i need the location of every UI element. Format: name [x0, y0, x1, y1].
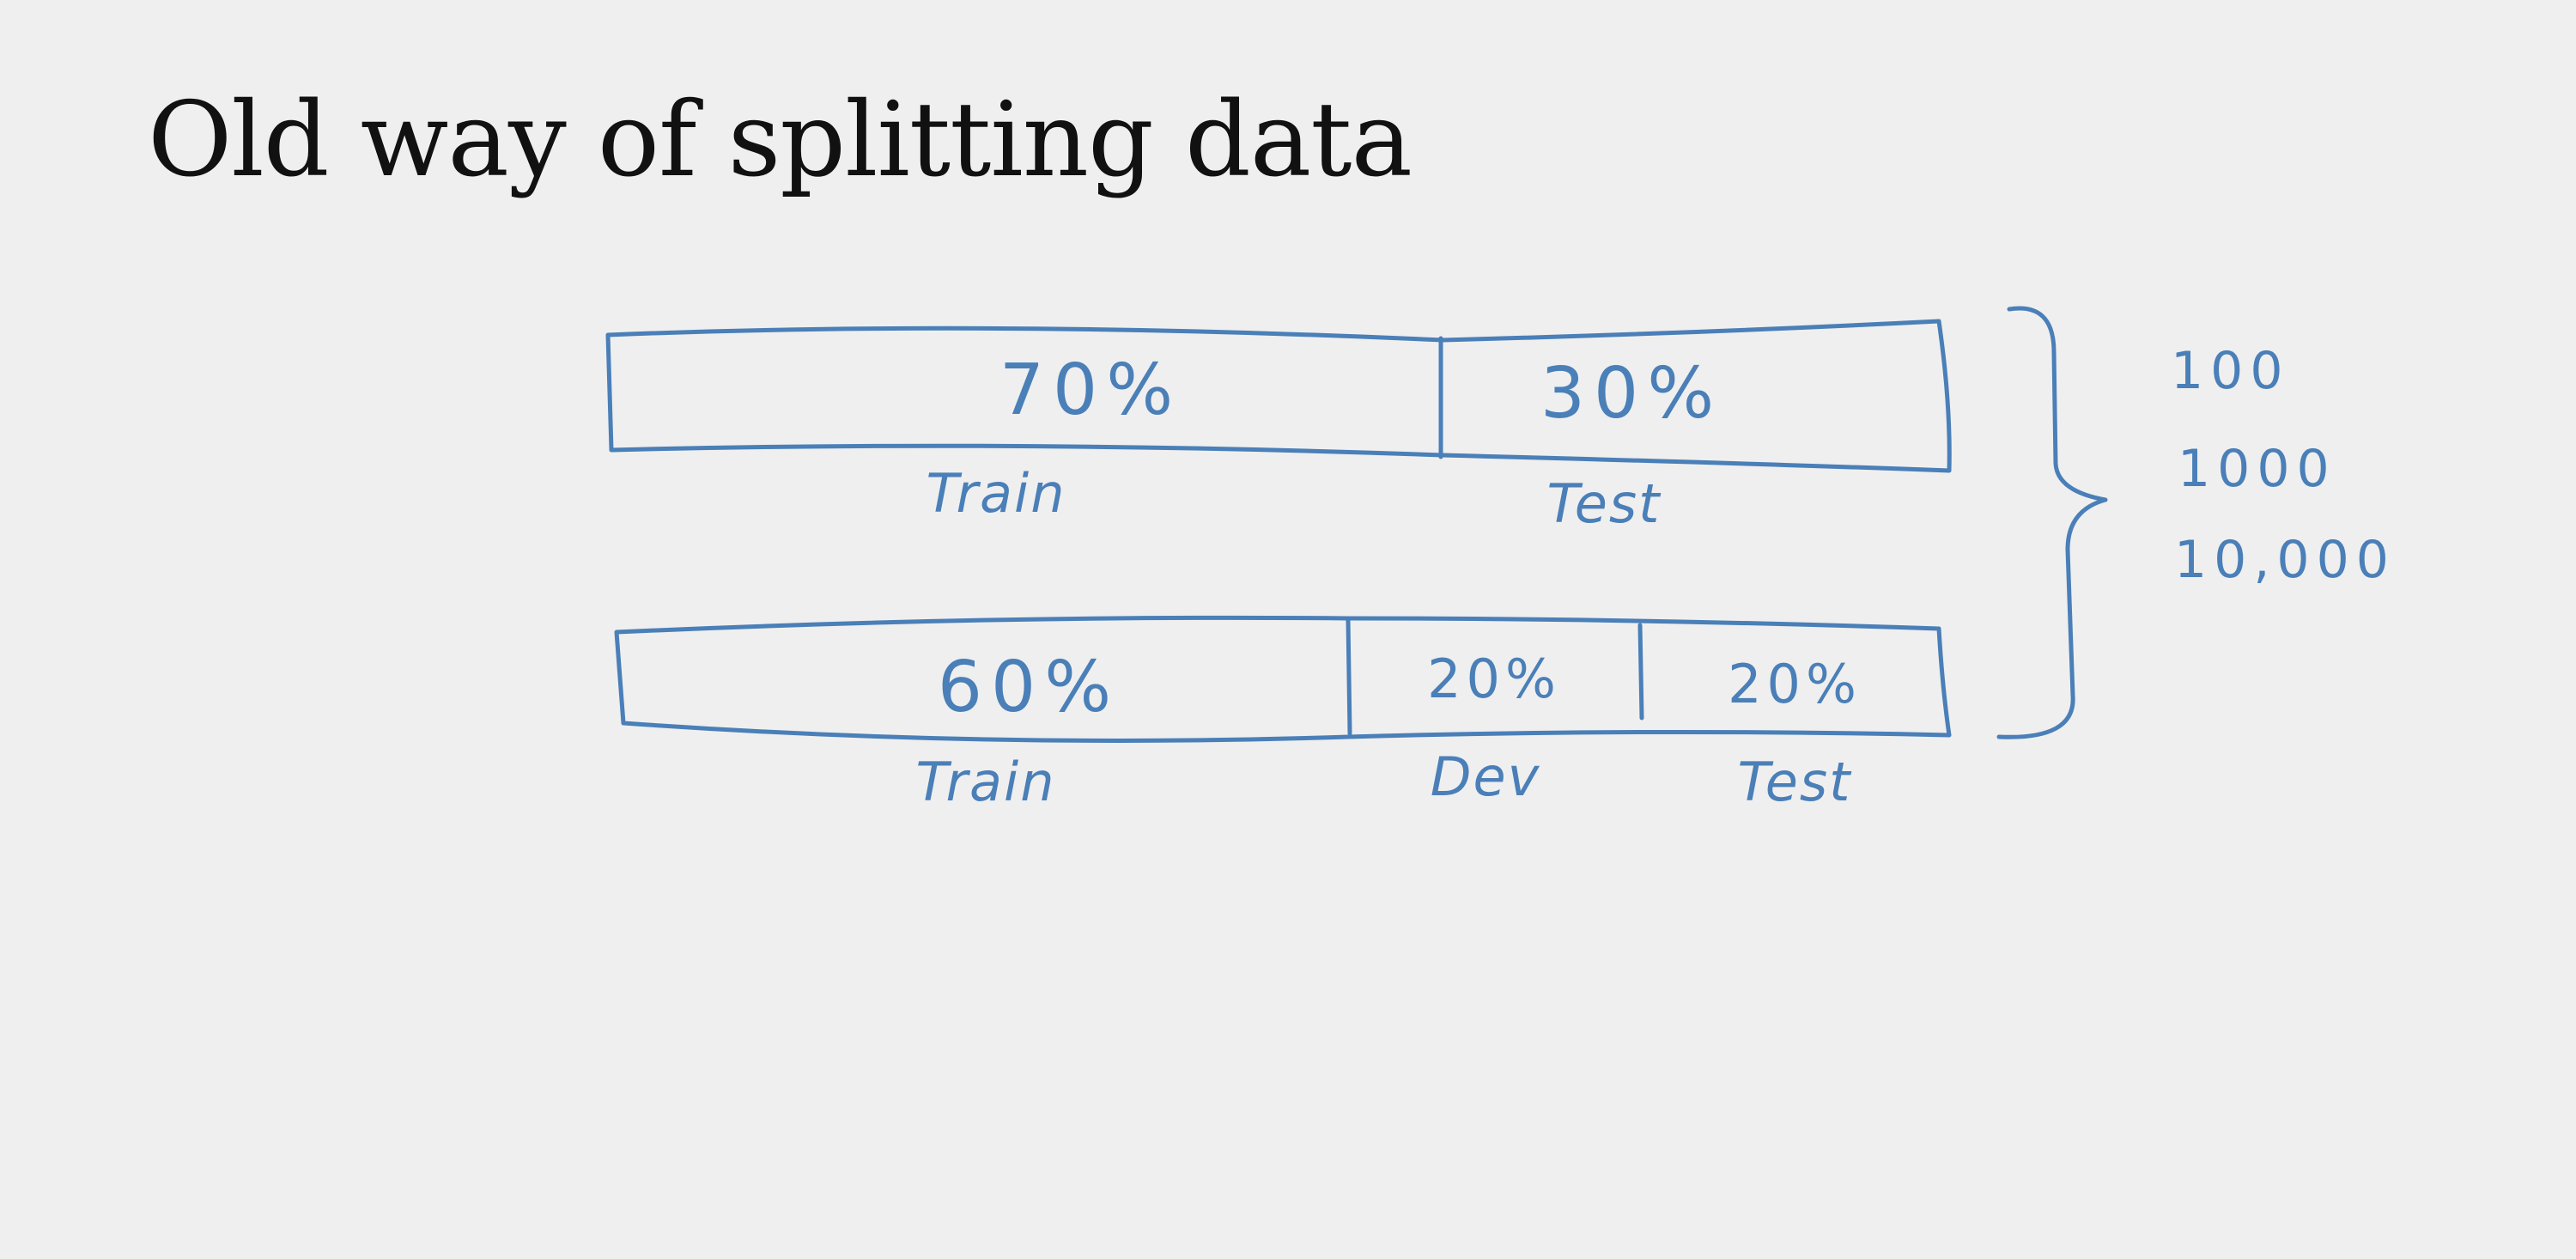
bar-b-segment-test-percent: 20% [1728, 653, 1862, 715]
bar-outline-b [614, 615, 1952, 743]
dataset-size-item: 100 [2171, 341, 2290, 401]
curly-brace [1996, 306, 2108, 739]
bar-b-segment-train-label: Train [915, 751, 1055, 813]
bar-a-segment-test-label: Test [1547, 472, 1662, 535]
dataset-size-item: 10,000 [2174, 530, 2396, 590]
bar-a-segment-train-label: Train [926, 462, 1066, 525]
split-bar-train-dev-test: 60% 20% 20% Train Dev Test [614, 615, 1952, 813]
bar-outline-a [605, 319, 1952, 473]
bar-b-segment-dev-label: Dev [1431, 745, 1541, 808]
bar-a-segment-train-percent: 70% [999, 350, 1182, 431]
bar-b-segment-test-label: Test [1738, 751, 1853, 813]
bar-b-segment-dev-percent: 20% [1427, 648, 1561, 710]
bar-b-divider-1 [1346, 617, 1352, 736]
slide-title: Old way of splitting data [148, 81, 1413, 200]
split-bar-train-test: 70% 30% Train Test [605, 319, 1952, 535]
bar-b-segment-train-percent: 60% [938, 647, 1120, 728]
bar-b-divider-2 [1637, 623, 1644, 721]
dataset-size-item: 1000 [2178, 439, 2336, 499]
dataset-size-list: 100 1000 10,000 [2171, 341, 2396, 590]
bar-a-segment-test-percent: 30% [1540, 353, 1722, 435]
